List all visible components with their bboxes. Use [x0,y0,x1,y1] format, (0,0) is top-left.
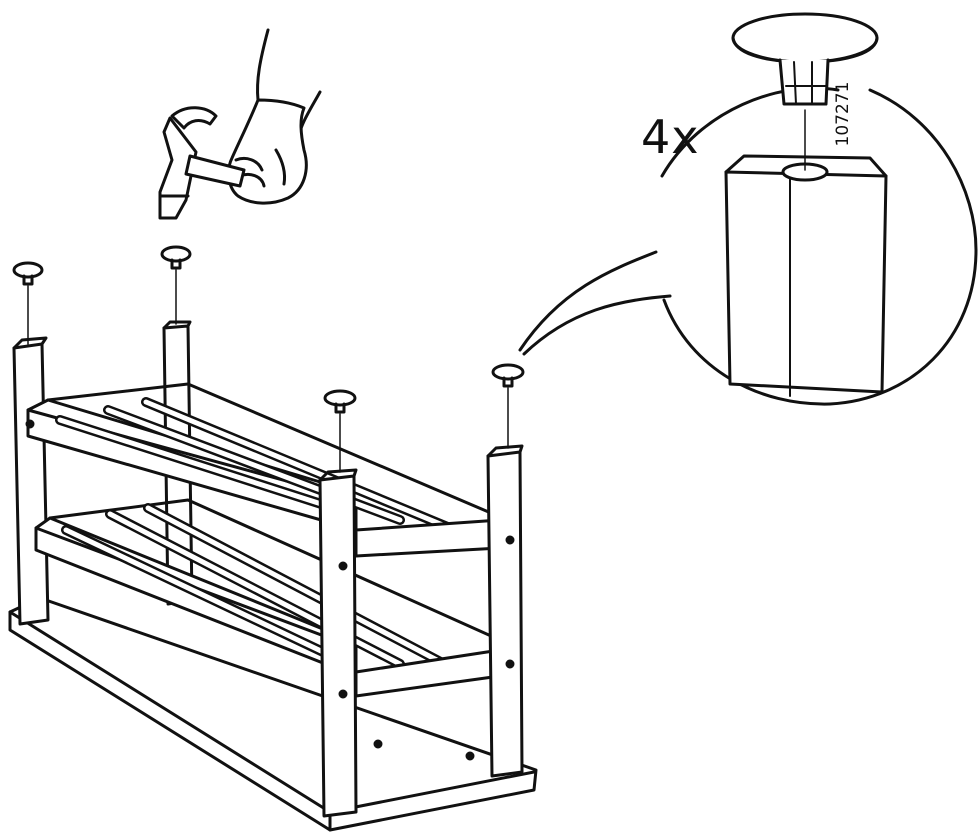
plastic-cap-icon [731,12,879,106]
quantity-label: 4x [641,110,700,164]
plastic-cap-icon [160,245,192,325]
part-number-label: 107271 [833,81,853,147]
plastic-cap-icon [323,389,357,473]
plastic-cap-icon [12,261,44,345]
hand-icon [227,28,322,205]
shoe-rack-frame [8,320,538,832]
table-leg-icon [724,109,888,397]
plastic-cap-icon [491,363,525,449]
hammer-icon [158,106,246,220]
